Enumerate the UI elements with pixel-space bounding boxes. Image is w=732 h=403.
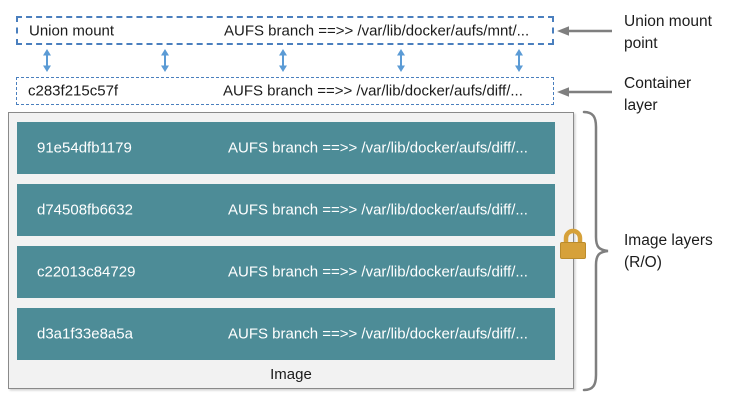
left-arrow-icon: [557, 26, 612, 36]
layer-branch-path: AUFS branch ==>> /var/lib/docker/aufs/di…: [228, 263, 528, 281]
layer-id: d3a1f33e8a5a: [37, 325, 133, 343]
layer-branch-path: AUFS branch ==>> /var/lib/docker/aufs/di…: [228, 139, 528, 157]
right-curly-brace: [582, 110, 609, 392]
layer-id: d74508fb6632: [37, 201, 133, 219]
image-layer-row: c22013c84729 AUFS branch ==>> /var/lib/d…: [17, 246, 555, 298]
layer-id: c22013c84729: [37, 263, 136, 281]
image-layer-row: d74508fb6632 AUFS branch ==>> /var/lib/d…: [17, 184, 555, 236]
up-down-arrow-icon: [397, 49, 405, 72]
label-line: point: [624, 35, 658, 52]
layer-branch-path: AUFS branch ==>> /var/lib/docker/aufs/di…: [228, 201, 528, 219]
label-line: Union mount: [624, 13, 712, 30]
union-mount-label: Union mount: [29, 22, 115, 39]
up-down-arrow-icon: [161, 49, 169, 72]
image-box: 91e54dfb1179 AUFS branch ==>> /var/lib/d…: [8, 112, 574, 389]
label-line: (R/O): [624, 254, 662, 271]
up-down-arrow-icon: [43, 49, 51, 72]
layer-id: 91e54dfb1179: [37, 139, 132, 157]
label-line: Image layers: [624, 232, 713, 249]
image-layers-label: Image layers (R/O): [624, 230, 713, 274]
container-layer-label: Container layer: [624, 73, 691, 117]
label-line: layer: [624, 97, 658, 114]
image-layer-row: 91e54dfb1179 AUFS branch ==>> /var/lib/d…: [17, 122, 555, 174]
label-line: Container: [624, 75, 692, 92]
image-layer-row: d3a1f33e8a5a AUFS branch ==>> /var/lib/d…: [17, 308, 555, 360]
image-caption: Image: [270, 366, 312, 383]
layer-branch-path: AUFS branch ==>> /var/lib/docker/aufs/di…: [228, 325, 528, 343]
up-down-arrow-icon: [515, 49, 523, 72]
container-layer-branch-path: AUFS branch ==>> /var/lib/docker/aufs/di…: [223, 82, 523, 100]
container-layer-box: c283f215c57f AUFS branch ==>> /var/lib/d…: [16, 77, 554, 105]
left-arrow-icon: [557, 87, 612, 97]
union-mount-branch-path: AUFS branch ==>> /var/lib/docker/aufs/mn…: [224, 22, 530, 39]
union-mount-point-label: Union mount point: [624, 11, 712, 55]
union-mount-box: Union mount AUFS branch ==>> /var/lib/do…: [16, 16, 554, 45]
up-down-arrow-icon: [279, 49, 287, 72]
container-layer-id: c283f215c57f: [28, 82, 119, 100]
lock-icon: [560, 228, 586, 259]
